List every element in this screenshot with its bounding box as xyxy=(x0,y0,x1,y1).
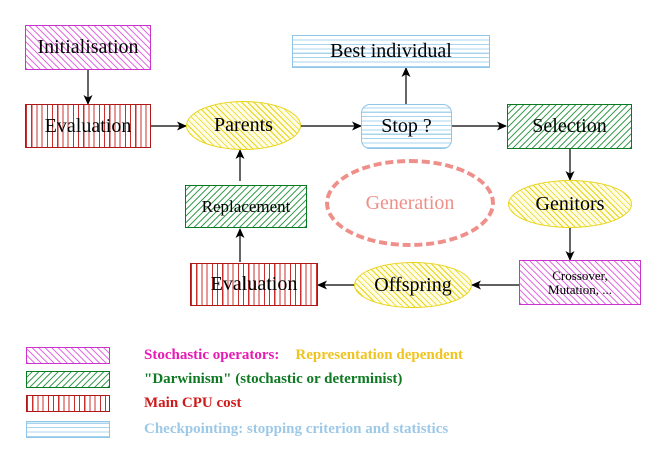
node-stop-label: Stop ? xyxy=(381,115,432,137)
node-replacement-label: Replacement xyxy=(201,196,291,216)
node-best-individual-label: Best individual xyxy=(330,40,452,62)
node-genitors[interactable]: Genitors xyxy=(508,180,632,228)
node-offspring[interactable]: Offspring xyxy=(354,262,472,308)
legend-text-darwinism: "Darwinism" (stochastic or determinist) xyxy=(144,371,403,387)
legend-text-checkpointing: Checkpointing: stopping criterion and st… xyxy=(144,421,449,437)
node-stop[interactable]: Stop ? xyxy=(361,104,452,149)
node-initialisation-label: Initialisation xyxy=(37,36,139,58)
legend-swatch-red xyxy=(26,395,110,412)
node-evaluation-top-label: Evaluation xyxy=(44,114,132,137)
generation-label: Generation xyxy=(365,191,455,214)
node-evaluation-bottom-label: Evaluation xyxy=(210,273,298,295)
node-offspring-label: Offspring xyxy=(374,273,452,296)
legend-swatch-blue xyxy=(26,421,110,438)
legend-swatch-green xyxy=(26,371,110,388)
legend-row-cpu: Main CPU cost xyxy=(26,395,242,412)
node-best-individual[interactable]: Best individual xyxy=(292,35,490,68)
node-replacement[interactable]: Replacement xyxy=(185,185,307,228)
node-initialisation[interactable]: Initialisation xyxy=(25,25,151,70)
legend-row-stochastic: Stochastic operators: Representation depe… xyxy=(26,347,463,364)
legend-row-darwinism: "Darwinism" (stochastic or determinist) xyxy=(26,371,402,388)
node-crossover-mutation[interactable]: Crossover, Mutation, ... xyxy=(519,260,641,305)
generation-boundary: Generation xyxy=(325,159,495,247)
node-evaluation-bottom[interactable]: Evaluation xyxy=(190,263,318,306)
legend-text-cpu: Main CPU cost xyxy=(144,395,242,411)
node-parents-label: Parents xyxy=(214,114,273,136)
node-selection[interactable]: Selection xyxy=(507,104,632,149)
node-evaluation-top[interactable]: Evaluation xyxy=(25,104,151,148)
legend-text-stochastic-part1: Stochastic operators: xyxy=(144,347,280,363)
legend-swatch-magenta xyxy=(26,347,110,364)
node-parents[interactable]: Parents xyxy=(186,101,301,150)
legend-row-checkpointing: Checkpointing: stopping criterion and st… xyxy=(26,421,448,438)
legend-text-stochastic-part2: Representation dependent xyxy=(295,347,464,363)
node-selection-label: Selection xyxy=(532,115,607,137)
node-crossover-line2: Mutation, ... xyxy=(548,281,612,297)
legend-text-stochastic: Stochastic operators: Representation depe… xyxy=(144,347,463,364)
node-crossover-line1: Crossover, xyxy=(552,267,608,283)
node-genitors-label: Genitors xyxy=(535,192,605,215)
